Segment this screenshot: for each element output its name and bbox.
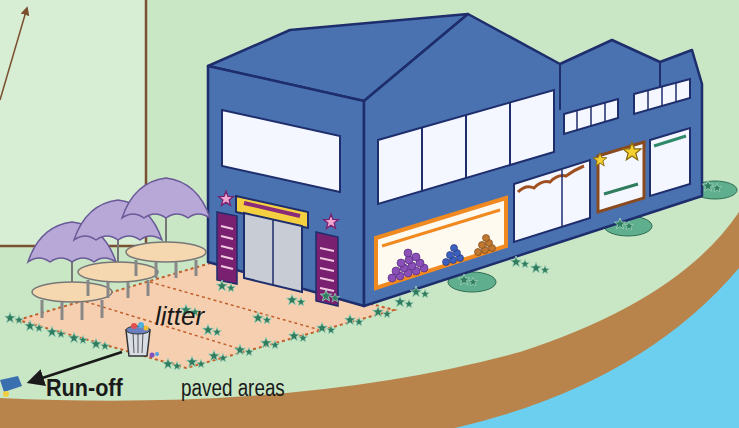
window-mullions: [577, 103, 605, 130]
outflow-dot: [3, 391, 9, 397]
plant: [186, 356, 205, 368]
plant: [458, 274, 477, 286]
plant: [24, 320, 43, 332]
plant: [372, 306, 391, 318]
door: [244, 213, 302, 292]
star-decoration: [219, 191, 234, 205]
plant: [234, 344, 253, 356]
umbrella-table: [122, 178, 210, 278]
plant: [68, 332, 87, 344]
shop-door: [650, 128, 690, 196]
shop-window: [598, 142, 644, 212]
produce-pile: [388, 249, 428, 282]
plant: [90, 338, 109, 350]
plant: [260, 337, 279, 349]
flow-arrow: [0, 8, 27, 100]
shop-shelf: [382, 210, 500, 246]
wall-edge: [659, 62, 661, 90]
plant: [288, 330, 307, 342]
plant: [216, 280, 235, 292]
window: [564, 99, 618, 134]
window-box: [604, 184, 638, 194]
water: [455, 268, 739, 428]
building-front: [208, 66, 364, 306]
paving-joint: [80, 300, 250, 352]
star-decoration: [324, 214, 339, 228]
plant: [410, 286, 429, 298]
produce-pile: [475, 235, 496, 256]
window: [222, 110, 340, 192]
shop-sign: [654, 136, 686, 146]
shop-window: [514, 160, 590, 242]
plant: [530, 262, 549, 274]
window: [634, 79, 690, 114]
plant: [4, 312, 23, 324]
plant: [252, 312, 271, 324]
plant: [702, 180, 721, 192]
plant: [394, 296, 413, 308]
window-mullions: [648, 83, 676, 110]
sign-board: [217, 212, 237, 284]
litter-label: litter: [155, 303, 204, 329]
window-mullions: [422, 103, 510, 191]
litter-bin: [126, 322, 159, 358]
plant: [46, 326, 65, 338]
outflow-mark: [0, 376, 22, 392]
shop-window: [376, 198, 506, 288]
plant: [510, 256, 529, 268]
door-split: [272, 220, 274, 285]
produce-pile: [443, 245, 464, 266]
building-side: [364, 14, 702, 306]
plant: [286, 294, 305, 306]
plant: [614, 218, 633, 230]
plant: [344, 314, 363, 326]
plant: [202, 324, 221, 336]
plant: [316, 322, 335, 334]
runoff-label: Run-off: [46, 376, 123, 400]
plant: [162, 358, 181, 370]
plants: [4, 180, 721, 370]
flower: [593, 142, 641, 165]
plant: [208, 350, 227, 362]
door-frame: [561, 170, 563, 226]
sign-text-lines: [221, 226, 334, 291]
shop-sign: [518, 166, 584, 192]
wall-edge: [559, 64, 561, 110]
plant: [320, 290, 339, 302]
paved-area-label: paved areas: [181, 377, 285, 400]
